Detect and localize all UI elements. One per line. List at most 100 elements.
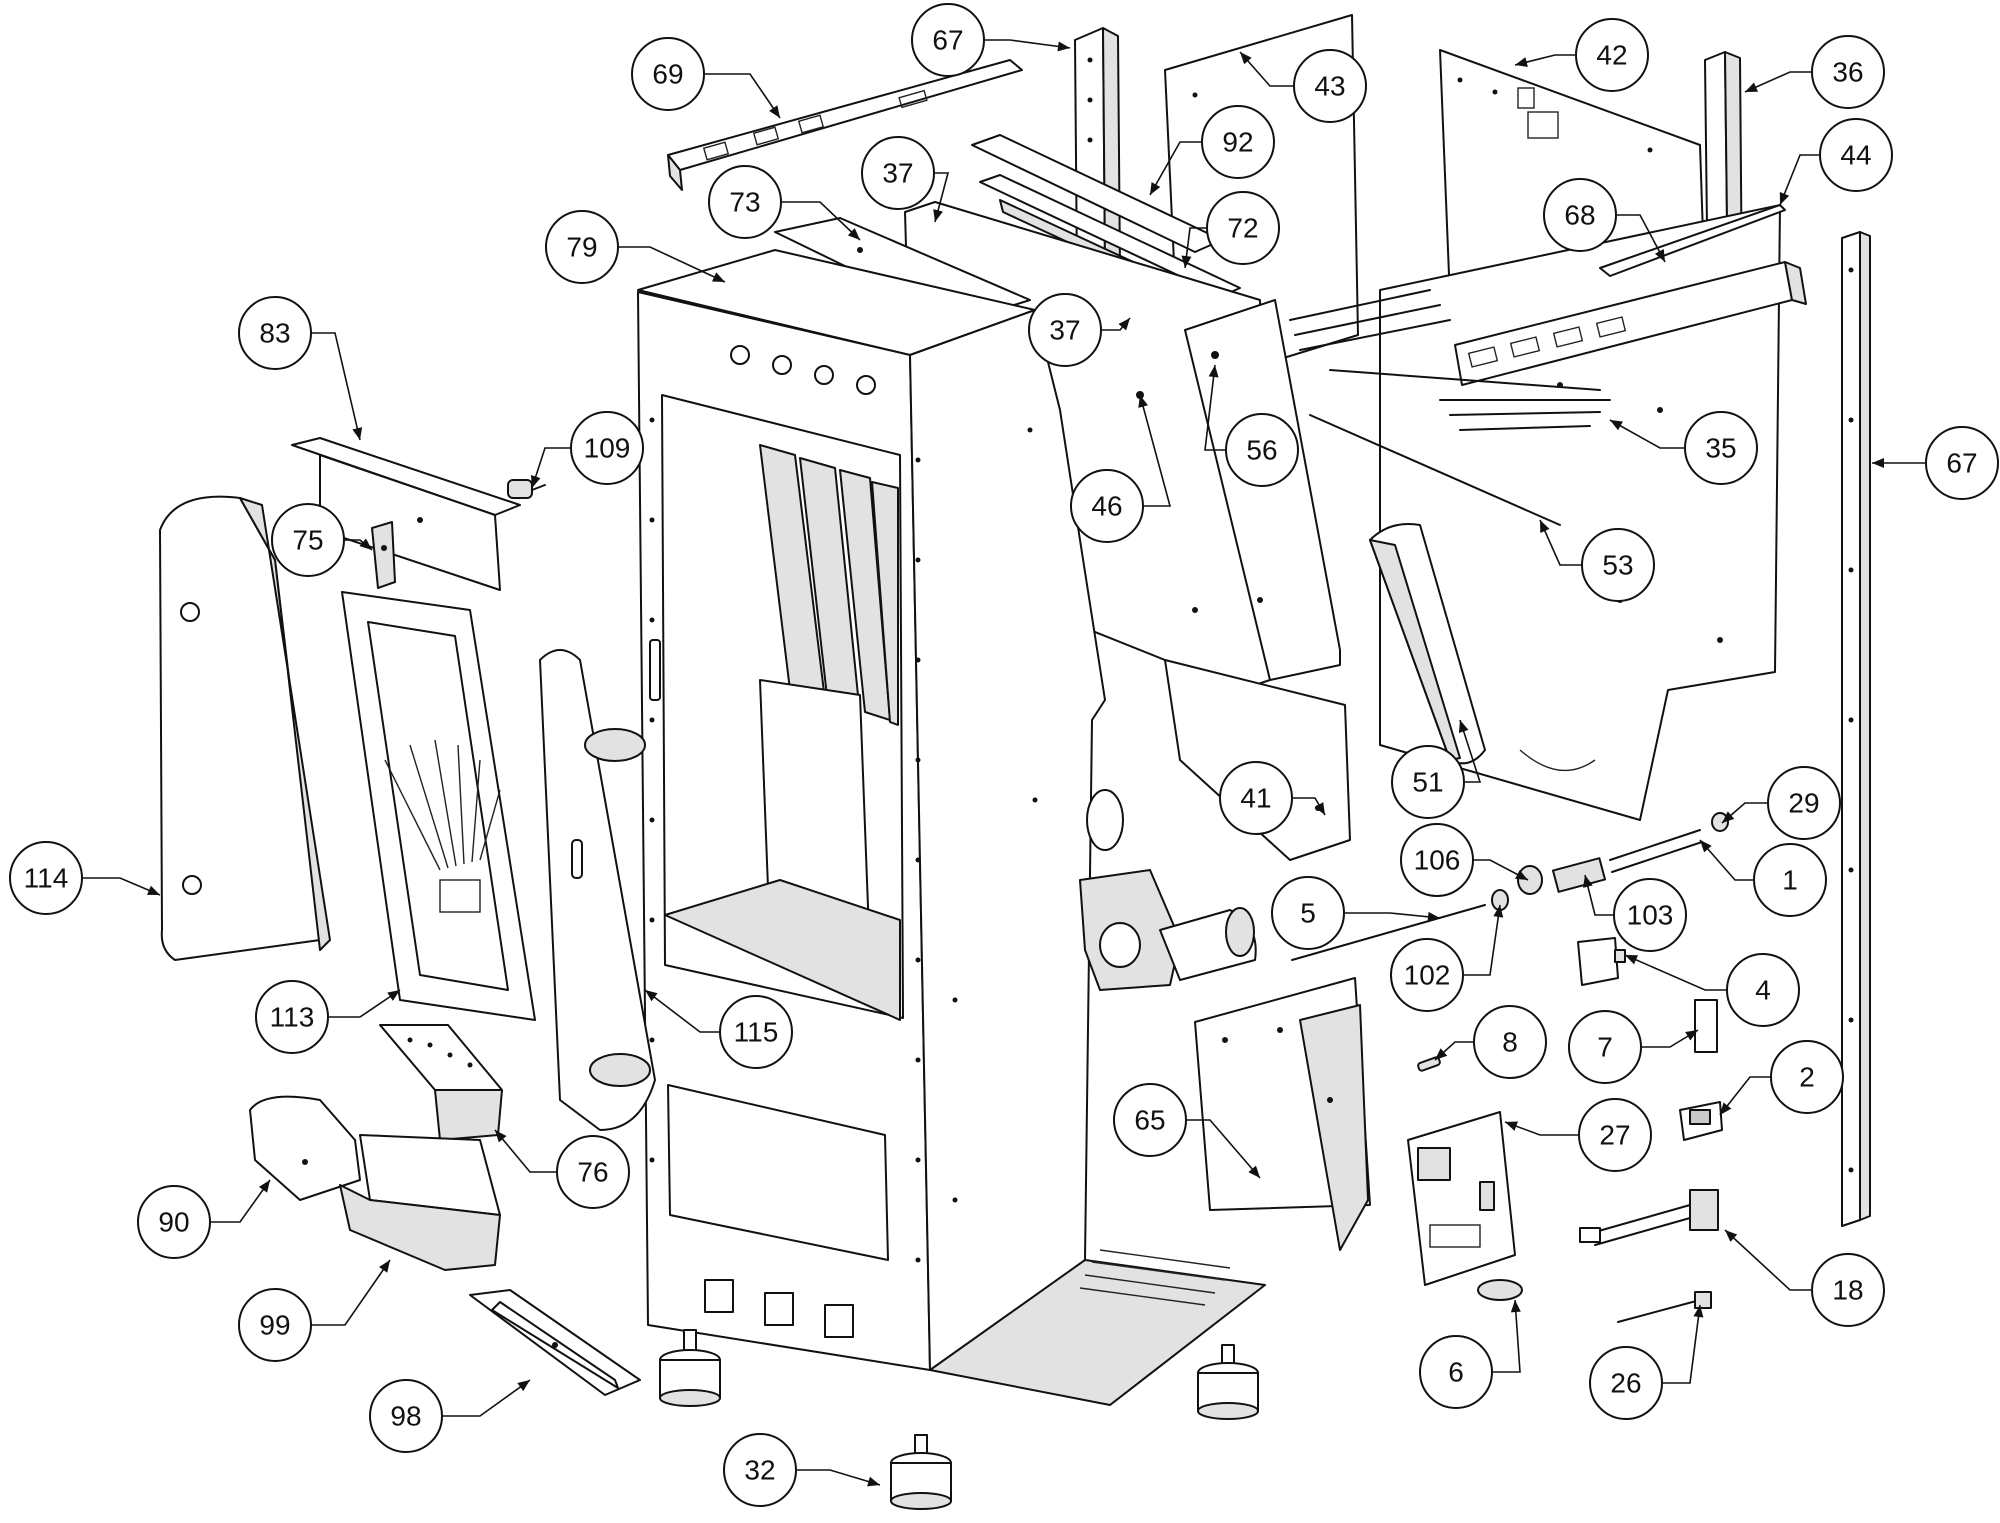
callout-114: 114 <box>9 841 161 915</box>
part-2-rocker-switch <box>1679 1101 1723 1141</box>
callout-leader-line <box>312 332 361 441</box>
callout-43: 43 <box>1239 49 1367 123</box>
callout-arrowhead <box>1427 911 1440 922</box>
callout-102: 102 <box>1390 904 1504 1012</box>
callout-leader-line <box>1459 719 1482 783</box>
callout-92: 92 <box>1149 105 1275 196</box>
callout-number: 41 <box>1240 783 1271 814</box>
callout-bubble <box>1070 469 1144 543</box>
callout-bubble <box>1581 528 1655 602</box>
callout-number: 43 <box>1314 71 1345 102</box>
callout-bubble <box>1271 876 1345 950</box>
callout-83: 83 <box>238 296 363 441</box>
callout-number: 92 <box>1222 127 1253 158</box>
main-chassis <box>637 249 1266 1406</box>
callout-arrowhead <box>1240 52 1252 65</box>
part-18-igniter <box>1579 1189 1719 1246</box>
callout-7: 7 <box>1568 1010 1699 1084</box>
callout-bubble <box>719 995 793 1069</box>
callout-bubble <box>1113 1083 1187 1157</box>
callout-bubble <box>556 1135 630 1209</box>
callout-arrowhead <box>530 475 541 488</box>
callout-leader-line <box>985 39 1071 49</box>
callout-leader-line <box>1184 227 1206 269</box>
callout-98: 98 <box>369 1379 531 1453</box>
callout-76: 76 <box>494 1129 630 1209</box>
callout-arrowhead <box>495 1130 507 1143</box>
callout-arrowhead <box>769 105 780 118</box>
callout-leader-line <box>1139 394 1172 507</box>
callout-bubble <box>861 136 935 210</box>
callout-bubble <box>1770 1040 1844 1114</box>
callout-arrowhead <box>1540 520 1550 533</box>
callout-number: 99 <box>259 1310 290 1341</box>
callout-number: 37 <box>882 158 913 189</box>
part-8-fuse <box>1417 1056 1441 1072</box>
callout-44: 44 <box>1779 118 1893 206</box>
callout-8: 8 <box>1434 1005 1547 1079</box>
callout-leader-line <box>1493 1299 1521 1373</box>
callout-arrowhead <box>933 209 943 222</box>
callout-number: 7 <box>1597 1032 1613 1063</box>
callout-number: 42 <box>1596 40 1627 71</box>
callout-bubble <box>1568 1010 1642 1084</box>
callout-leader-line <box>619 246 726 283</box>
callout-number: 67 <box>1946 448 1977 479</box>
callout-bubble <box>1201 105 1275 179</box>
callout-bubble <box>1575 18 1649 92</box>
callout-number: 26 <box>1610 1368 1641 1399</box>
callout-bubble <box>1726 953 1800 1027</box>
part-76-burn-pot <box>379 1024 503 1141</box>
callout-115: 115 <box>644 989 793 1069</box>
callout-4: 4 <box>1624 953 1800 1027</box>
callout-leader-line <box>644 989 719 1033</box>
callout-bubble <box>1473 1005 1547 1079</box>
callout-99: 99 <box>238 1259 391 1362</box>
callout-arrowhead <box>867 1476 880 1487</box>
part-83-top-panel <box>291 437 521 591</box>
callout-arrowhead <box>1515 869 1528 880</box>
callout-arrowhead <box>379 1260 390 1273</box>
callout-bubble <box>1819 118 1893 192</box>
part-35-grate <box>1289 289 1611 431</box>
callout-number: 76 <box>577 1157 608 1188</box>
callout-arrowhead <box>1872 458 1884 468</box>
callout-29: 29 <box>1721 766 1841 840</box>
part-5-rod <box>1291 904 1486 961</box>
callout-leader-line <box>705 73 781 119</box>
foot <box>659 1329 721 1407</box>
part-67-right-rail <box>1841 231 1871 1227</box>
callout-arrowhead <box>1510 1300 1521 1313</box>
callout-bubble <box>708 165 782 239</box>
callout-bubble <box>1543 178 1617 252</box>
callout-arrowhead <box>387 990 400 1001</box>
callout-leader-line <box>1187 1119 1261 1179</box>
callout-42: 42 <box>1514 18 1649 92</box>
callout-leader-line <box>1699 839 1753 881</box>
callout-leader-line <box>1539 519 1581 566</box>
callout-leader-line <box>312 1259 391 1326</box>
callout-arrowhead <box>1181 255 1192 268</box>
callout-leader-line <box>83 877 161 896</box>
callout-number: 69 <box>652 59 683 90</box>
callout-arrowhead <box>1610 420 1623 431</box>
callout-bubble <box>1028 293 1102 367</box>
callout-number: 35 <box>1705 433 1736 464</box>
callout-leader-line <box>443 1379 531 1417</box>
callout-number: 103 <box>1627 900 1674 931</box>
part-113-door-frame <box>341 591 536 1021</box>
callout-bubble <box>1613 878 1687 952</box>
callout-leader-line <box>1744 71 1811 93</box>
callout-bubble <box>545 210 619 284</box>
callout-bubble <box>255 980 329 1054</box>
callout-73: 73 <box>708 165 861 241</box>
callout-number: 72 <box>1227 213 1258 244</box>
callout-arrowhead <box>1248 1165 1260 1178</box>
callout-51: 51 <box>1391 719 1482 819</box>
callout-leader-line <box>1345 912 1441 919</box>
part-27-control-board <box>1407 1111 1516 1286</box>
callout-number: 1 <box>1782 865 1798 896</box>
callout-number: 90 <box>158 1207 189 1238</box>
callout-bubble <box>1419 1335 1493 1409</box>
callout-109: 109 <box>530 411 644 489</box>
